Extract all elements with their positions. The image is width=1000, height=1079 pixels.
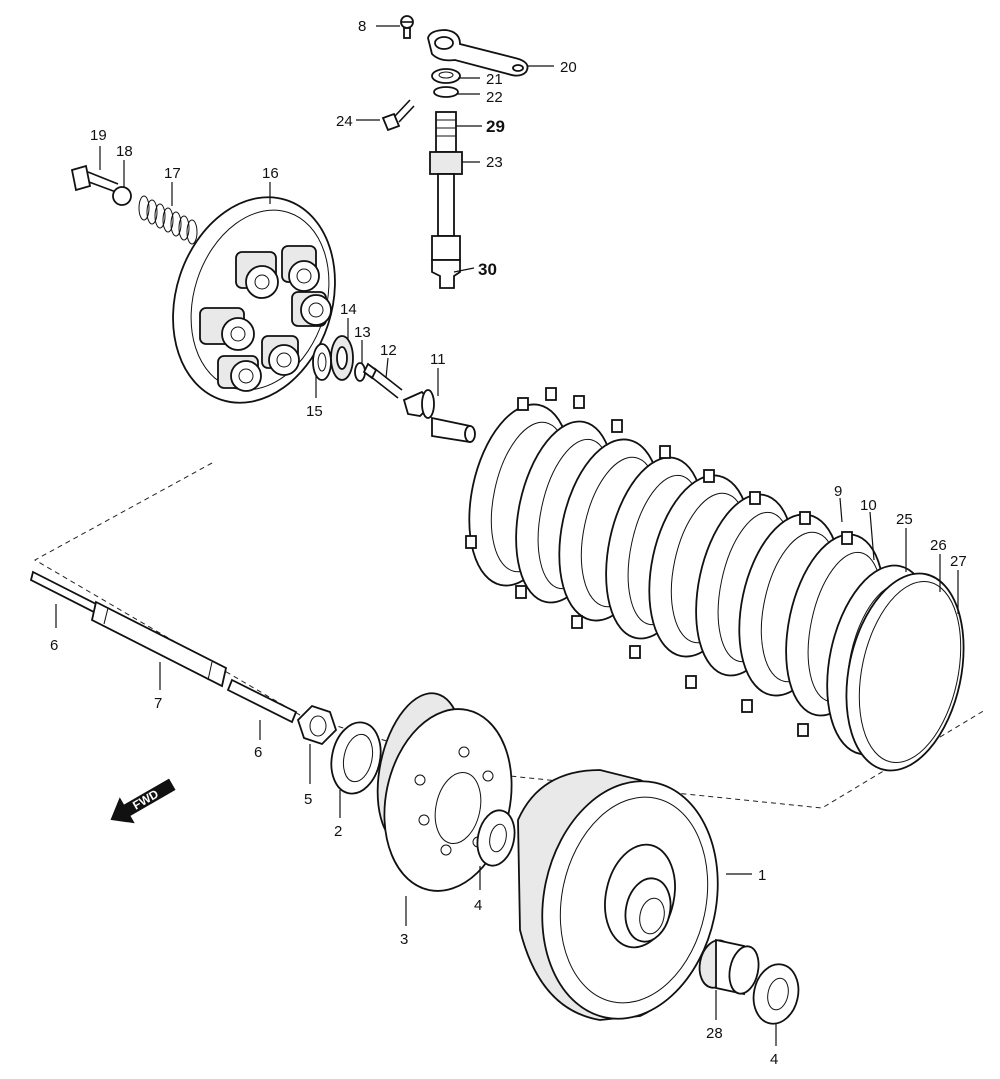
callout-25: 25 — [896, 511, 913, 528]
callout-11: 11 — [430, 351, 446, 368]
part-ring-27 — [845, 572, 965, 772]
part-bushing-23 — [429, 151, 463, 175]
part-lifter-piece-11 — [402, 389, 476, 443]
callout-4-lower: 4 — [770, 1051, 778, 1068]
part-nut-5 — [296, 704, 338, 746]
part-washer-18 — [112, 186, 132, 206]
part-oil-seal-21 — [431, 68, 461, 84]
callout-27: 27 — [950, 553, 967, 570]
part-bolt-24 — [381, 99, 415, 132]
callout-labels: 8 20 21 22 24 29 23 30 19 18 17 16 14 13… — [50, 18, 967, 1068]
callout-7: 7 — [154, 695, 162, 712]
callout-13: 13 — [354, 324, 371, 341]
plate-tabs — [465, 387, 853, 737]
part-release-shaft-29-30 — [429, 111, 463, 289]
callout-5: 5 — [304, 791, 312, 808]
callout-2: 2 — [334, 823, 342, 840]
part-washer-15 — [312, 343, 332, 381]
clutch-release-shaft-assembly — [381, 15, 529, 289]
callout-6-left: 6 — [50, 637, 58, 654]
part-lock-washer-2 — [330, 721, 382, 795]
part-bearing-14 — [330, 335, 354, 381]
part-push-rod-7 — [90, 600, 228, 688]
part-collar-28 — [698, 938, 760, 996]
part-push-rod-6-left — [29, 570, 98, 614]
part-pressure-plate-16 — [172, 196, 336, 404]
part-release-lever-20 — [427, 29, 529, 77]
callout-12: 12 — [380, 342, 397, 359]
callout-23: 23 — [486, 154, 503, 171]
callout-29: 29 — [486, 117, 505, 136]
callout-18: 18 — [116, 143, 133, 160]
part-spring-17 — [138, 195, 198, 245]
part-clutch-housing-1 — [517, 769, 719, 1021]
callout-1: 1 — [758, 867, 766, 884]
callout-24: 24 — [336, 113, 353, 130]
callout-4-upper: 4 — [474, 897, 482, 914]
part-washer-22 — [433, 86, 459, 98]
callout-22: 22 — [486, 89, 503, 106]
callout-21: 21 — [486, 71, 503, 88]
pressure-plate-bosses — [199, 245, 332, 392]
callout-8: 8 — [358, 18, 366, 35]
callout-26: 26 — [930, 537, 947, 554]
callout-15: 15 — [306, 403, 323, 420]
callout-14: 14 — [340, 301, 357, 318]
callout-19: 19 — [90, 127, 107, 144]
callout-17: 17 — [164, 165, 181, 182]
callout-30: 30 — [478, 260, 497, 279]
callout-10: 10 — [860, 497, 877, 514]
part-screw-8 — [400, 15, 414, 39]
part-thrust-washer-4a — [476, 809, 516, 867]
part-thrust-washer-4b — [752, 963, 800, 1025]
clutch-plate-stack — [465, 387, 965, 772]
part-bolt-12 — [362, 362, 403, 399]
callout-9: 9 — [834, 483, 842, 500]
fwd-arrow-icon: FWD — [110, 778, 176, 824]
callout-3: 3 — [400, 931, 408, 948]
callout-28: 28 — [706, 1025, 723, 1042]
callout-6-right: 6 — [254, 744, 262, 761]
leader-lines — [55, 25, 959, 1046]
part-push-rod-6-right — [226, 678, 298, 724]
part-primary-driven-gear-3 — [376, 692, 513, 892]
callout-20: 20 — [560, 59, 577, 76]
part-bolt-19 — [70, 164, 119, 193]
callout-16: 16 — [262, 165, 279, 182]
